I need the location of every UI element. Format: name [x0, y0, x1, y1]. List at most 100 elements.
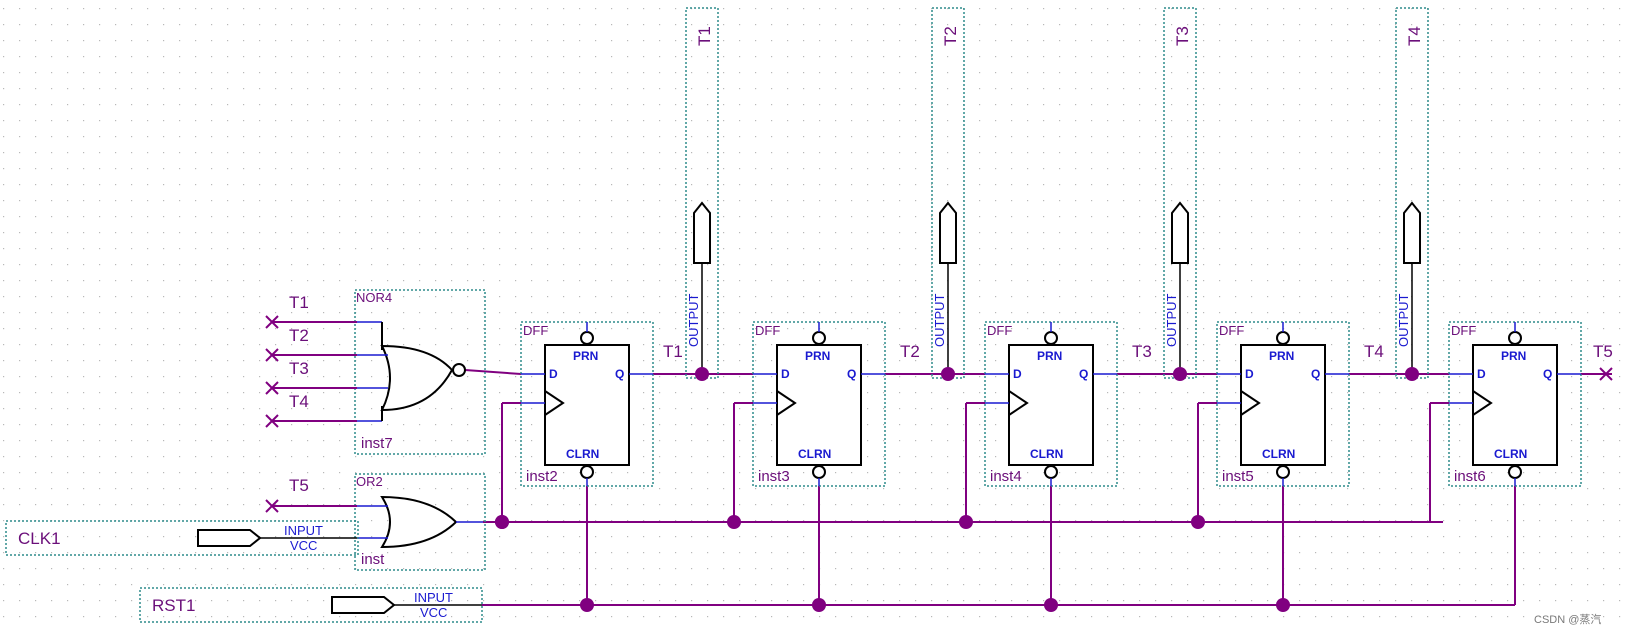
dff-2[interactable]: DFF inst3 D Q PRN CLRN	[752, 321, 886, 487]
or2-gate[interactable]: OR2 inst	[354, 473, 486, 571]
dff-4[interactable]: DFF inst5 D Q PRN CLRN	[1216, 321, 1350, 487]
junction-node	[695, 367, 709, 381]
rst-input-name: RST1	[152, 596, 195, 615]
dff-pin-d: D	[1245, 367, 1254, 381]
dff-pin-q: Q	[1311, 367, 1320, 381]
nor4-type-label: NOR4	[356, 290, 392, 305]
prn-bubble	[580, 331, 594, 345]
junction-node	[1276, 598, 1290, 612]
dff-pin-prn: PRN	[1037, 349, 1062, 363]
output-pin-icon	[1171, 201, 1189, 264]
nor4-input-label-1: T1	[289, 293, 309, 312]
prn-bubble	[812, 331, 826, 345]
prn-bubble	[1276, 331, 1290, 345]
dff-pin-clrn: CLRN	[1030, 447, 1063, 461]
dff-pin-clrn: CLRN	[1494, 447, 1527, 461]
nc-cross-icon	[265, 348, 279, 362]
output-name: T3	[1173, 26, 1192, 46]
clrn-bubble	[1044, 465, 1058, 479]
output-type: OUTPUT	[686, 294, 701, 348]
output-name: T4	[1405, 26, 1424, 46]
dff-pin-prn: PRN	[1501, 349, 1526, 363]
dff-pin-q: Q	[615, 367, 624, 381]
dff-pin-prn: PRN	[1269, 349, 1294, 363]
dff-pin-d: D	[781, 367, 790, 381]
output-name: T2	[941, 26, 960, 46]
clock-edge-icon	[1472, 390, 1493, 416]
rst-input-value: VCC	[420, 605, 447, 620]
q-net-label: T2	[900, 342, 920, 361]
dff-inst-label: inst5	[1222, 468, 1254, 485]
clock-edge-icon	[1008, 390, 1029, 416]
dff-pin-q: Q	[1079, 367, 1088, 381]
prn-bubble	[1508, 331, 1522, 345]
clock-edge-icon	[1240, 390, 1261, 416]
nor4-input-label-2: T2	[289, 326, 309, 345]
nor4-output-bubble	[452, 363, 466, 377]
clrn-bubble	[1508, 465, 1522, 479]
nc-cross-icon	[1599, 367, 1613, 381]
clock-edge-icon	[776, 390, 797, 416]
nor4-input-label-3: T3	[289, 359, 309, 378]
dff-type-label: DFF	[1219, 323, 1244, 338]
nc-cross-icon	[265, 381, 279, 395]
clk-input-name: CLK1	[18, 529, 61, 548]
junction-node	[1191, 515, 1205, 529]
q-net-label: T5	[1593, 342, 1613, 361]
clrn-bubble	[812, 465, 826, 479]
nor4-gate-body	[380, 344, 454, 412]
clk-input-pin[interactable]: CLK1 INPUT VCC	[5, 520, 359, 556]
output-type: OUTPUT	[1164, 294, 1179, 348]
rst-input-type: INPUT	[414, 590, 453, 605]
nc-cross-icon	[265, 315, 279, 329]
junction-node	[1173, 367, 1187, 381]
dff-inst-label: inst6	[1454, 468, 1486, 485]
dff-type-label: DFF	[523, 323, 548, 338]
q-net-label: T1	[663, 342, 683, 361]
or2-input-label-1: T5	[289, 476, 309, 495]
clk-input-type: INPUT	[284, 523, 323, 538]
nor4-gate[interactable]: NOR4 inst7	[354, 289, 486, 455]
q-net-label: T3	[1132, 342, 1152, 361]
dff-1[interactable]: DFF inst2 D Q PRN CLRN	[520, 321, 654, 487]
nor4-unconnected-markers	[265, 315, 279, 428]
dff-type-label: DFF	[987, 323, 1012, 338]
dff-inst-label: inst2	[526, 468, 558, 485]
junction-node	[580, 598, 594, 612]
dff-pin-d: D	[1013, 367, 1022, 381]
nor4-inst-label: inst7	[361, 435, 393, 452]
dff-pin-q: Q	[847, 367, 856, 381]
output-type: OUTPUT	[1396, 294, 1411, 348]
dff-3[interactable]: DFF inst4 D Q PRN CLRN	[984, 321, 1118, 487]
clk-input-frame	[5, 520, 359, 556]
junction-nodes	[495, 367, 1419, 612]
junction-node	[727, 515, 741, 529]
dff-type-label: DFF	[755, 323, 780, 338]
dff-pin-clrn: CLRN	[798, 447, 831, 461]
nc-cross-icon	[265, 499, 279, 513]
dff-inst-label: inst3	[758, 468, 790, 485]
nc-cross-icon	[265, 414, 279, 428]
watermark: CSDN @蒸汽	[1534, 612, 1601, 626]
dff-pin-q: Q	[1543, 367, 1552, 381]
rst-input-pin[interactable]: RST1 INPUT VCC	[139, 587, 483, 623]
junction-node	[1044, 598, 1058, 612]
dff-type-label: DFF	[1451, 323, 1476, 338]
dff-5[interactable]: DFF inst6 D Q PRN CLRN	[1448, 321, 1582, 487]
nor-output-wire	[464, 369, 522, 375]
or2-type-label: OR2	[356, 474, 383, 489]
junction-node	[959, 515, 973, 529]
dff-pin-clrn: CLRN	[1262, 447, 1295, 461]
or2-inst-label: inst	[361, 551, 385, 568]
dff-inst-label: inst4	[990, 468, 1022, 485]
junction-node	[495, 515, 509, 529]
junction-node	[941, 367, 955, 381]
nor4-input-stubs: T1 T2 T3 T4	[272, 293, 357, 422]
junction-node	[1405, 367, 1419, 381]
q-net-label: T4	[1364, 342, 1384, 361]
nor4-symbol-frame	[354, 289, 486, 455]
dff-pin-prn: PRN	[573, 349, 598, 363]
dff-pin-clrn: CLRN	[566, 447, 599, 461]
